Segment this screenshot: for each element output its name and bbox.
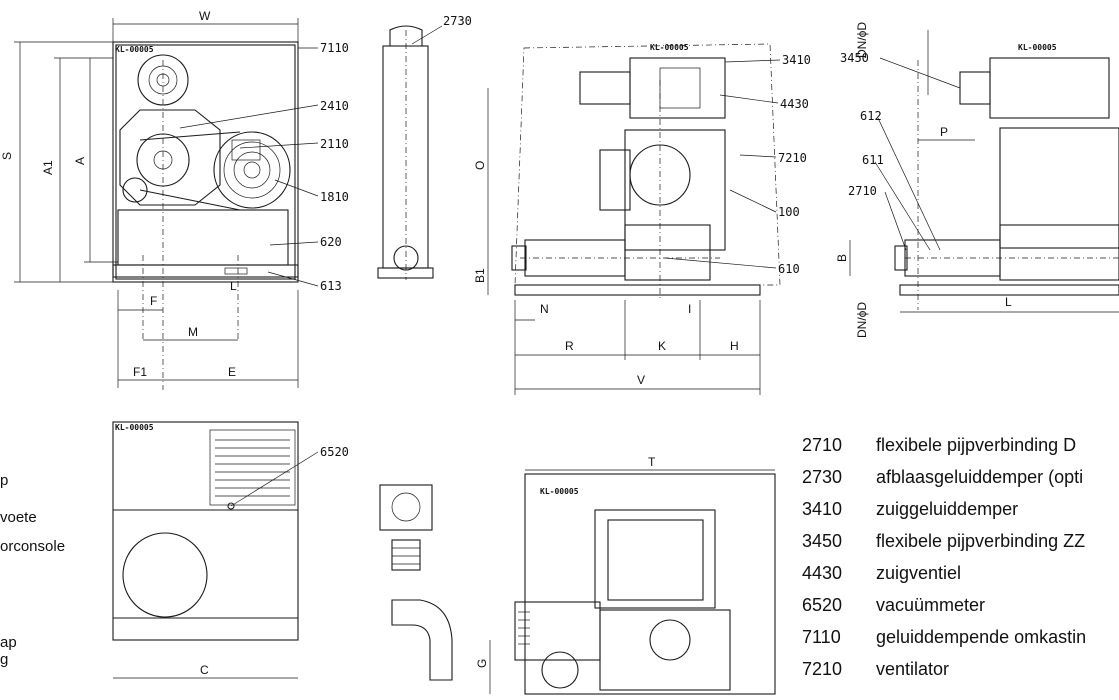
- elbow-pipe: [391, 599, 453, 681]
- front-view: KL-00005 W S: [0, 9, 349, 390]
- svg-text:100: 100: [778, 205, 800, 219]
- parts-legend: 2710 flexibele pijpverbinding D 2730 afb…: [802, 435, 1086, 679]
- svg-text:2730: 2730: [802, 467, 842, 487]
- svg-text:flexibele pijpverbinding D: flexibele pijpverbinding D: [876, 435, 1076, 455]
- enclosure-outline: [112, 41, 299, 283]
- dim-R: R: [565, 339, 574, 353]
- svg-text:3410: 3410: [782, 53, 811, 67]
- svg-text:6520: 6520: [320, 445, 349, 459]
- svg-text:KL-00005: KL-00005: [1018, 43, 1057, 52]
- left-legend-fragments: p voete orconsole ap g: [0, 472, 65, 668]
- dim-T: T: [648, 455, 656, 469]
- side-callouts: 3410 4430 7210 100 610: [664, 53, 811, 276]
- dim-A1: A1: [41, 160, 55, 175]
- dim-L: L: [230, 279, 237, 293]
- dim-C: C: [200, 663, 209, 677]
- svg-text:611: 611: [862, 153, 884, 167]
- svg-text:7110: 7110: [320, 41, 349, 55]
- dim-B1: B1: [473, 268, 487, 283]
- svg-text:610: 610: [778, 262, 800, 276]
- svg-text:4430: 4430: [802, 563, 842, 583]
- dim-M: M: [188, 325, 198, 339]
- legend-row: 7210 ventilator: [802, 659, 949, 679]
- svg-text:3450: 3450: [802, 531, 842, 551]
- dim-V: V: [637, 373, 645, 387]
- svg-text:zuiggeluiddemper: zuiggeluiddemper: [876, 499, 1018, 519]
- base-frame: [112, 264, 299, 278]
- svg-text:p: p: [0, 472, 8, 489]
- svg-text:orconsole: orconsole: [0, 538, 65, 555]
- right-view: KL-00005 DN/ϕD P B DN/ϕD L 3450 612 611: [835, 22, 1119, 338]
- suction-silencer: [629, 57, 726, 119]
- svg-text:2410: 2410: [320, 99, 349, 113]
- svg-text:flexibele pijpverbinding ZZ: flexibele pijpverbinding ZZ: [876, 531, 1085, 551]
- legend-row: 3410 zuiggeluiddemper: [802, 499, 1018, 519]
- dim-F: F: [150, 294, 157, 308]
- dim-G: G: [475, 659, 489, 668]
- svg-text:620: 620: [320, 235, 342, 249]
- dim-L-right: L: [1005, 295, 1012, 309]
- legend-row: 7110 geluiddempende omkastin: [802, 627, 1086, 647]
- svg-text:7210: 7210: [802, 659, 842, 679]
- dim-DN-top: DN/ϕD: [855, 22, 869, 58]
- svg-text:geluiddempende omkastin: geluiddempende omkastin: [876, 627, 1086, 647]
- dim-H: H: [730, 339, 739, 353]
- svg-text:afblaasgeluiddemper (opti: afblaasgeluiddemper (opti: [876, 467, 1083, 487]
- svg-text:7210: 7210: [778, 151, 807, 165]
- legend-row: 4430 zuigventiel: [802, 563, 961, 583]
- legend-row: 2710 flexibele pijpverbinding D: [802, 435, 1076, 455]
- dim-B: B: [835, 254, 849, 262]
- legend-row: 2730 afblaasgeluiddemper (opti: [802, 467, 1083, 487]
- svg-text:6520: 6520: [802, 595, 842, 615]
- legend-row: 6520 vacuümmeter: [802, 595, 985, 615]
- dim-P: P: [940, 125, 948, 139]
- svg-text:1810: 1810: [320, 190, 349, 204]
- svg-text:7110: 7110: [802, 627, 841, 647]
- svg-text:2710: 2710: [802, 435, 842, 455]
- right-callouts: 3450 612 611 2710: [840, 51, 961, 251]
- dim-F1: F1: [133, 365, 147, 379]
- pipe-parts: [379, 484, 453, 681]
- svg-text:zuigventiel: zuigventiel: [876, 563, 961, 583]
- model-tag: KL-00005: [115, 45, 154, 54]
- svg-text:KL-00005: KL-00005: [650, 43, 689, 52]
- vacuum-gauge: [227, 502, 235, 510]
- svg-text:613: 613: [320, 279, 342, 293]
- svg-text:3450: 3450: [840, 51, 869, 65]
- svg-text:612: 612: [860, 109, 882, 123]
- svg-text:KL-00005: KL-00005: [540, 487, 579, 496]
- dim-E: E: [228, 365, 236, 379]
- rear-view: KL-00005 6520 C: [112, 421, 349, 679]
- dim-N: N: [540, 302, 549, 316]
- top-view: KL-00005 T G: [475, 455, 776, 695]
- svg-text:KL-00005: KL-00005: [115, 423, 154, 432]
- enclosure-inner: [115, 44, 296, 280]
- dim-DN-bottom: DN/ϕD: [855, 302, 869, 338]
- svg-text:2110: 2110: [320, 137, 349, 151]
- svg-text:4430: 4430: [780, 97, 809, 111]
- dim-I: I: [688, 302, 691, 316]
- svg-text:g: g: [0, 651, 8, 668]
- svg-text:2730: 2730: [443, 14, 472, 28]
- dim-O: O: [473, 161, 487, 170]
- svg-text:ap: ap: [0, 634, 17, 651]
- svg-text:ventilator: ventilator: [876, 659, 949, 679]
- dim-W: W: [199, 9, 211, 23]
- legend-row: 3450 flexibele pijpverbinding ZZ: [802, 531, 1085, 551]
- silencer-view: 2730: [377, 14, 472, 280]
- dim-S: S: [0, 152, 14, 160]
- svg-text:2710: 2710: [848, 184, 877, 198]
- svg-text:vacuümmeter: vacuümmeter: [876, 595, 985, 615]
- front-callouts: 7110 2410 2110 1810 620 613: [179, 41, 349, 293]
- dim-A: A: [73, 157, 87, 165]
- svg-text:3410: 3410: [802, 499, 842, 519]
- svg-text:voete: voete: [0, 509, 37, 526]
- dim-K: K: [658, 339, 666, 353]
- motor: [213, 131, 291, 209]
- blower-body: [119, 109, 221, 206]
- side-view: KL-00005 O B1 N R K I H V: [473, 43, 811, 395]
